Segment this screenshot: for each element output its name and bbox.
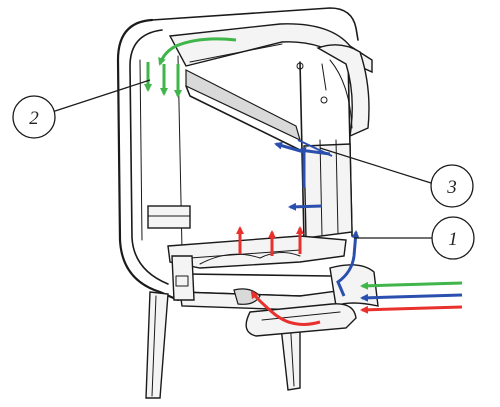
callout-1-label: 1 [448,229,458,250]
stove-body [116,7,379,399]
callout-3-circle [430,164,474,208]
green-top-arrow-icon [158,37,237,66]
blue-upper-arrow-icon [274,141,306,188]
callout-2-circle [12,95,56,139]
blue-inlet-arrow-icon [360,293,463,302]
green-inlet-arrow-icon [360,281,463,290]
secondary-air-flow [274,139,463,302]
blue-riser-arrow-icon [336,230,360,297]
callout-2-label: 2 [29,108,39,129]
red-curve-arrow-icon [250,290,321,326]
callout-3-label: 3 [446,177,457,198]
callout-1-circle [431,216,475,260]
primary-air-flow [236,226,463,326]
callout-1: 1 [354,216,475,260]
callout-2: 2 [12,79,151,139]
blue-mid-arrow-icon [288,202,323,211]
tertiary-air-flow [144,37,463,290]
red-inlet-arrow-icon [360,305,463,314]
callout-3: 3 [319,147,474,208]
